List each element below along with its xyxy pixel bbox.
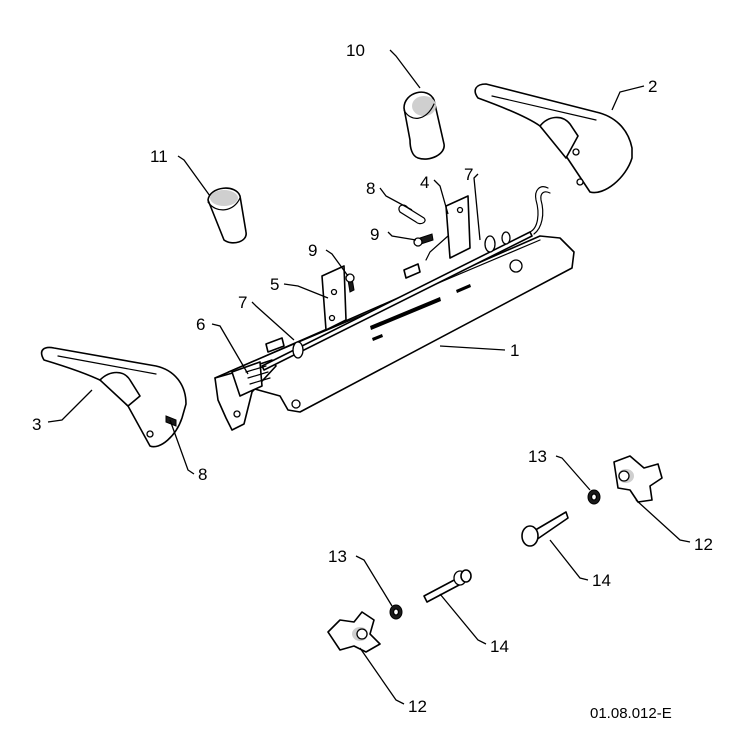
clip-part-8-upper	[398, 204, 426, 225]
drawing-reference-number: 01.08.012-E	[590, 705, 672, 722]
callout-10: 10	[346, 41, 365, 60]
callout-13-upper: 13	[528, 447, 547, 466]
callout-12-left: 12	[408, 697, 427, 716]
knob-part-11	[207, 187, 247, 244]
callout-8-upper: 8	[366, 179, 375, 198]
callout-13-lower: 13	[328, 547, 347, 566]
callout-11: 11	[150, 147, 168, 166]
callout-5: 5	[270, 275, 279, 294]
callout-2: 2	[648, 77, 657, 96]
callout-7-left: 7	[238, 293, 247, 312]
screw-part-9-lower	[345, 273, 355, 293]
bolt-part-14-left	[423, 569, 472, 603]
callout-14-right: 14	[592, 571, 611, 590]
callout-3: 3	[32, 415, 41, 434]
star-knob-part-12-right	[613, 455, 663, 503]
bracket-part-4	[403, 195, 471, 279]
callout-12-right: 12	[694, 535, 713, 554]
leader-lines	[47, 49, 691, 705]
lever-part-3	[40, 346, 187, 448]
star-knob-part-12-left	[327, 611, 381, 653]
bracket-part-5	[321, 265, 347, 331]
callout-labels: 1 2 3 4 5 6 7 7 8 8 9 9 10 11 12 12 13 1…	[32, 41, 713, 716]
callout-9-upper: 9	[370, 225, 379, 244]
knob-part-10	[403, 91, 445, 160]
spring-bracket-part-6	[231, 337, 285, 397]
screw-part-9-upper	[413, 233, 434, 247]
callout-14-left: 14	[490, 637, 509, 656]
bolt-part-14-right	[521, 511, 569, 547]
mounting-rail-part	[214, 235, 575, 431]
callout-6: 6	[196, 315, 205, 334]
lever-part-2	[474, 83, 633, 194]
callout-8-lower: 8	[198, 465, 207, 484]
nut-part-13-upper	[587, 489, 601, 505]
callout-9-lower: 9	[308, 241, 317, 260]
callout-7-right: 7	[464, 165, 473, 184]
callout-1: 1	[510, 341, 519, 360]
nut-part-13-lower	[389, 604, 403, 620]
callout-4: 4	[420, 173, 429, 192]
shaft-rod-part	[261, 186, 551, 371]
